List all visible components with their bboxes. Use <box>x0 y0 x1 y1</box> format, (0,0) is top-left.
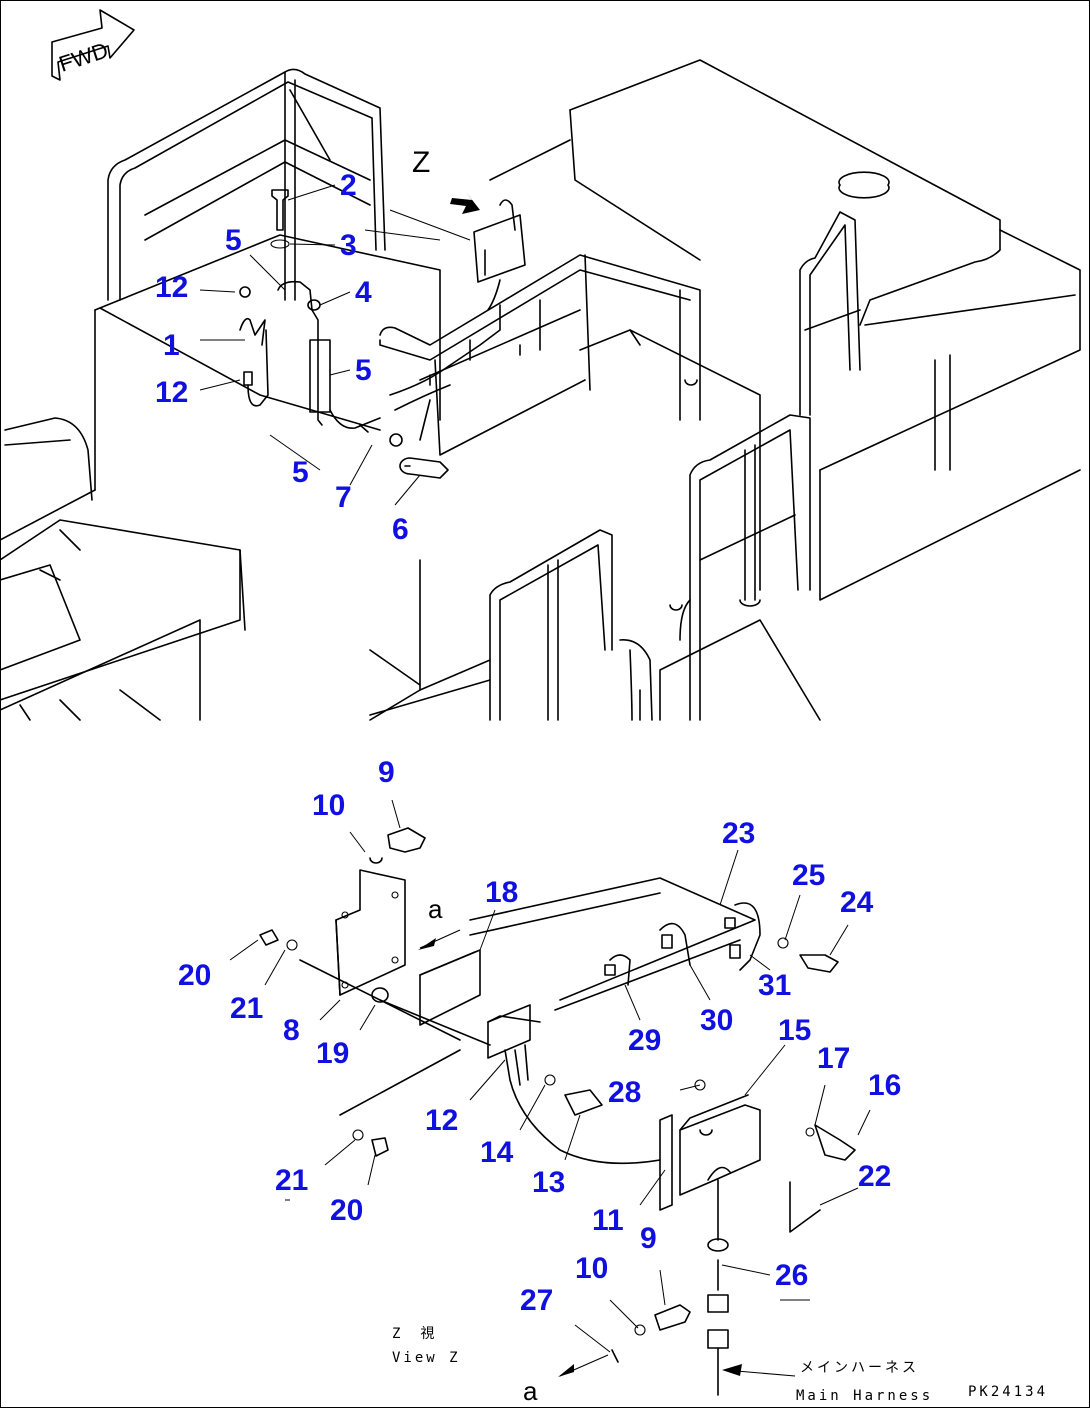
callout-10: 10 <box>312 789 345 822</box>
callout-numbers: 2 5 3 12 4 1 5 12 5 7 6 9 10 23 25 18 24… <box>155 169 901 1317</box>
callout-22: 22 <box>858 1160 891 1193</box>
callout-31: 31 <box>758 969 791 1002</box>
callout-11: 11 <box>592 1204 624 1237</box>
fwd-label: FWD <box>56 37 111 76</box>
callout-26: 26 <box>775 1259 808 1292</box>
callout-24: 24 <box>840 886 874 919</box>
callout-29: 29 <box>628 1024 661 1057</box>
callout-12: 12 <box>155 271 188 304</box>
callout-2: 2 <box>340 169 357 202</box>
callout-12: 12 <box>425 1104 458 1137</box>
view-arrow-icon <box>450 192 480 214</box>
callout-16: 16 <box>868 1069 901 1102</box>
callout-14: 14 <box>480 1136 514 1169</box>
upper-leaders <box>199 184 471 506</box>
main-harness-jp-label: メインハーネス <box>800 1360 919 1376</box>
callout-9: 9 <box>640 1222 657 1255</box>
callout-17: 17 <box>817 1042 850 1075</box>
callout-21: 21 <box>230 992 263 1025</box>
callout-28: 28 <box>608 1076 641 1109</box>
callout-1: 1 <box>163 329 180 362</box>
callout-19: 19 <box>316 1037 349 1070</box>
fwd-arrow-icon: FWD <box>51 9 135 81</box>
callout-18: 18 <box>485 876 518 909</box>
callout-27: 27 <box>520 1284 553 1317</box>
callout-15: 15 <box>778 1014 811 1047</box>
callout-13: 13 <box>532 1166 565 1199</box>
callout-25: 25 <box>792 859 825 892</box>
view-z-jp-label: Z 視 <box>392 1326 437 1342</box>
view-letter-z: Z <box>412 146 430 179</box>
machine-upper-view <box>0 59 1081 721</box>
callout-3: 3 <box>340 229 357 262</box>
callout-7: 7 <box>335 481 352 514</box>
callout-5: 5 <box>225 224 242 257</box>
view-z-en-label: View Z <box>392 1350 461 1366</box>
callout-6: 6 <box>392 513 409 546</box>
callout-8: 8 <box>283 1014 300 1047</box>
callout-12: 12 <box>155 376 188 409</box>
callout-4: 4 <box>355 276 372 309</box>
callout-20: 20 <box>178 959 211 992</box>
view-z-exploded <box>229 799 871 1396</box>
callout-5: 5 <box>355 354 372 387</box>
main-harness-en-label: Main Harness <box>796 1388 933 1404</box>
text-labels: Z a a Z 視 View Z メインハーネス Main Harness PK… <box>392 146 1048 1406</box>
callout-21: 21 <box>275 1164 308 1197</box>
callout-30: 30 <box>700 1004 733 1037</box>
callout-20: 20 <box>330 1194 363 1227</box>
callout-23: 23 <box>722 817 755 850</box>
callout-9: 9 <box>378 756 395 789</box>
drawing-number: PK24134 <box>968 1384 1048 1400</box>
ref-a-bottom: a <box>523 1376 538 1406</box>
callout-10: 10 <box>575 1252 608 1285</box>
ref-a-top: a <box>428 894 443 924</box>
callout-5: 5 <box>292 456 309 489</box>
